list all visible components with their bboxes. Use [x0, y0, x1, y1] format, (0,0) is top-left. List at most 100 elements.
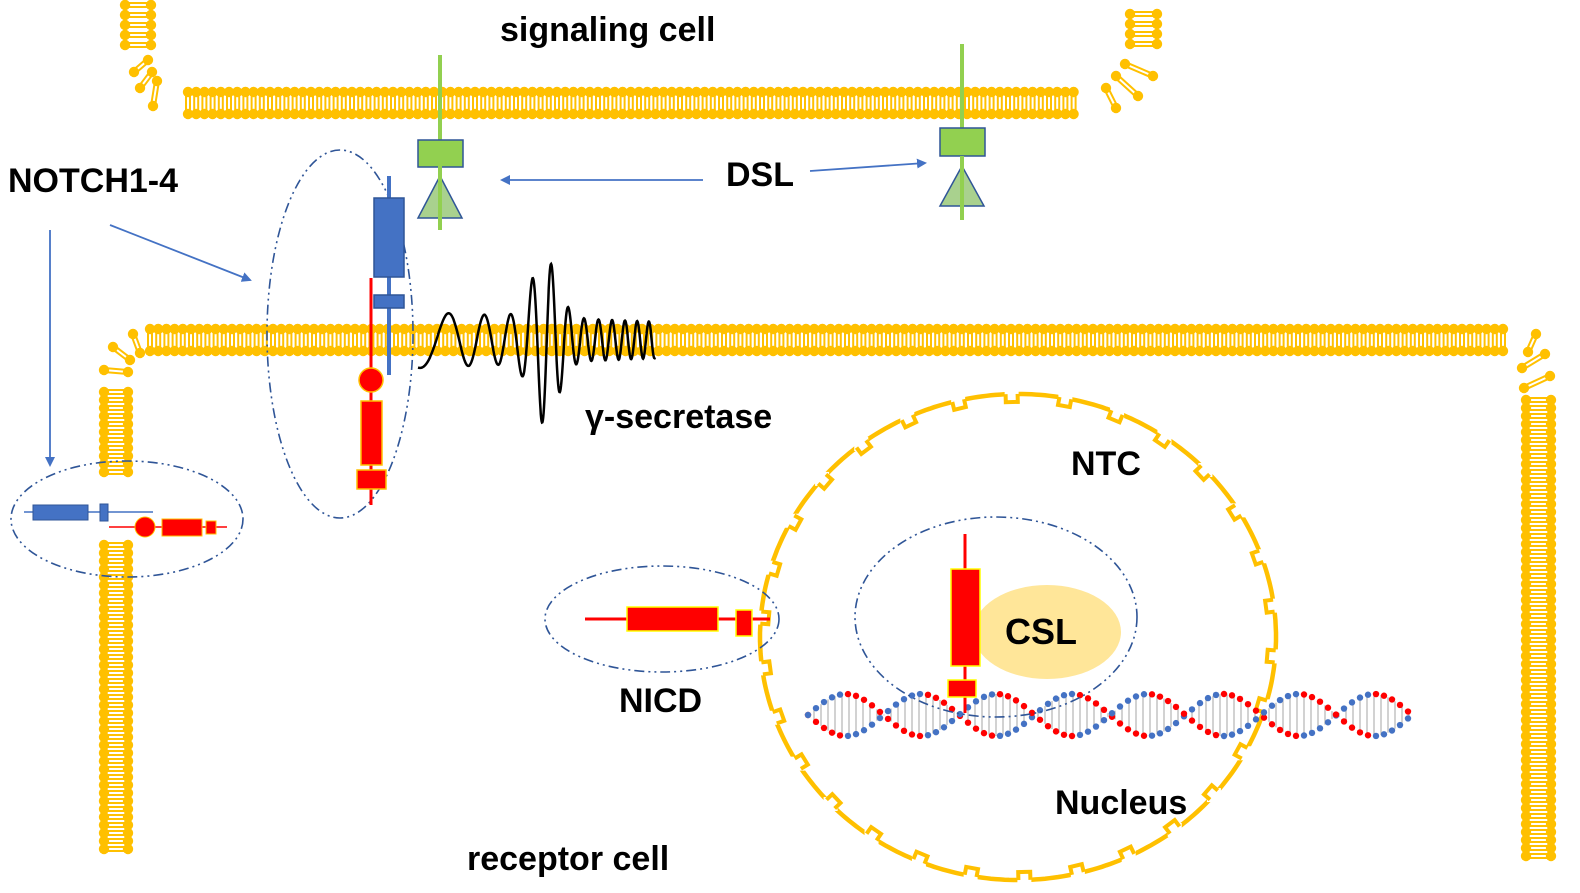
lipid-molecule [658, 86, 669, 120]
lipid-molecule [98, 643, 134, 655]
lipid-molecule [891, 323, 902, 357]
lipid-molecule [1520, 794, 1557, 806]
lipid-molecule [1022, 323, 1033, 357]
lipid-molecule [98, 603, 134, 615]
lipid-molecule [502, 86, 513, 120]
lipid-molecule [1520, 522, 1557, 534]
lipid-molecule [1383, 323, 1394, 357]
dna-nucleotide [892, 701, 900, 708]
dna-nucleotide [1020, 702, 1028, 710]
dna-nucleotide [1132, 693, 1140, 700]
nuclear-pore [950, 398, 969, 413]
dna-nucleotide [1300, 691, 1308, 698]
lipid-molecule [98, 587, 134, 599]
lipid-molecule [1520, 690, 1557, 702]
lipid-molecule [748, 86, 759, 120]
lipid-molecule [822, 86, 833, 120]
lipid-molecule [1284, 323, 1296, 357]
lipid-molecule [1407, 323, 1419, 357]
dna-nucleotide [1252, 707, 1260, 714]
dna-nucleotide [956, 710, 964, 718]
lipid-molecule [98, 426, 134, 438]
lipid-molecule [1520, 610, 1557, 622]
nuclear-pore [816, 472, 835, 492]
lipid-molecule [98, 667, 134, 679]
lipid-molecule [1520, 514, 1557, 526]
lipid-molecule [1060, 86, 1071, 120]
lipid-molecule [1520, 434, 1557, 446]
dna-nucleotide [908, 731, 916, 738]
lipid-molecule [98, 771, 134, 783]
lipid-molecule [1520, 746, 1557, 758]
lipid-molecule [948, 323, 959, 357]
lipid-molecule [945, 86, 956, 120]
lipid-molecule [989, 323, 1000, 357]
lipid-molecule [825, 323, 836, 357]
lipid-molecule [363, 86, 374, 120]
lipid-molecule [940, 323, 951, 357]
lipid-molecule [1309, 323, 1320, 357]
lipid-molecule [699, 86, 710, 120]
lipid-molecule [98, 715, 134, 727]
lipid-molecule [1520, 698, 1557, 710]
lipid-molecule [387, 86, 399, 120]
lipid-molecule [330, 86, 341, 120]
lipid-molecule [1520, 650, 1557, 662]
dna-nucleotide [1364, 732, 1372, 739]
lipid-molecule [210, 323, 221, 357]
lipid-molecule [1497, 323, 1509, 357]
lipid-molecule [1124, 8, 1163, 20]
lipid-molecule [584, 86, 595, 120]
dna-nucleotide [1220, 690, 1228, 698]
lipid-molecule [1052, 86, 1063, 120]
lipid-molecule [1011, 86, 1022, 120]
lipid-molecule [98, 611, 134, 623]
lipid-molecule [576, 86, 587, 120]
nuclear-pore [1117, 844, 1136, 860]
lipid-molecule [568, 86, 579, 120]
dna-nucleotide [1324, 704, 1332, 711]
dsl-ligand-free [938, 44, 986, 220]
lipid-molecule [281, 86, 292, 120]
lipid-molecule [1014, 323, 1025, 357]
csl-protein [973, 585, 1121, 679]
dna-nucleotide [972, 698, 980, 705]
dna-nucleotide [1132, 730, 1140, 737]
lipid-molecule [1520, 842, 1557, 854]
dna-nucleotide [988, 691, 996, 698]
lipid-molecule [98, 747, 134, 759]
lipid-molecule [251, 323, 262, 357]
lipid-molecule [1520, 554, 1557, 566]
dsl-ligand-bound [416, 55, 464, 230]
lipid-molecule [98, 442, 134, 454]
nucleus-label: Nucleus [1055, 784, 1188, 822]
lipid-molecule [404, 86, 415, 120]
lipid-molecule [1342, 323, 1353, 357]
lipid-molecule [1516, 348, 1551, 374]
dna-nucleotide [1284, 692, 1292, 700]
lipid-molecule [1520, 538, 1557, 550]
dna-nucleotide [996, 732, 1004, 740]
lipid-molecule [1520, 498, 1557, 510]
dna-nucleotide [1172, 703, 1180, 711]
lipid-molecule [896, 86, 907, 120]
lipid-molecule [912, 86, 923, 120]
lipid-molecule [218, 323, 229, 357]
lipid-molecule [1456, 323, 1468, 357]
lipid-molecule [1520, 418, 1557, 430]
lipid-molecule [1520, 474, 1557, 486]
lipid-molecule [858, 323, 869, 357]
lipid-molecule [191, 86, 202, 120]
dna-nucleotide [892, 722, 900, 729]
nuclear-pore [1249, 548, 1264, 568]
dna-nucleotide [1092, 700, 1100, 707]
dna-nucleotide [1364, 691, 1372, 698]
lipid-molecule [1522, 328, 1542, 358]
lipid-molecule [440, 323, 451, 357]
dna-nucleotide [1204, 694, 1212, 702]
lipid-molecule [98, 418, 134, 430]
dna-nucleotide [972, 725, 980, 732]
lipid-molecule [371, 86, 382, 120]
lipid-molecule [98, 579, 134, 591]
lipid-molecule [300, 323, 311, 357]
